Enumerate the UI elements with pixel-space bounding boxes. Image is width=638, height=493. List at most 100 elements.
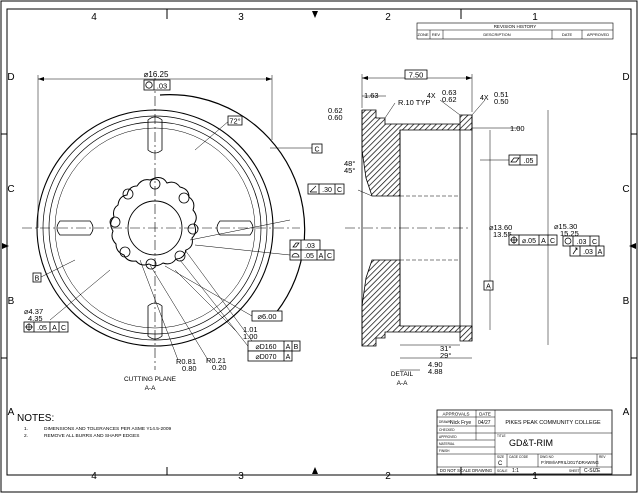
runout-datum: A: [598, 249, 603, 256]
zone-row-b-right: B: [623, 296, 630, 307]
bolt-ref-a: A: [286, 344, 291, 351]
rev-header-zone: ZONE: [417, 32, 428, 37]
spoke-slot-bottom: [147, 302, 163, 340]
dia-15-30: ⌀15.30: [554, 222, 577, 231]
dim-1-00-section: 1.00: [510, 124, 525, 133]
dia-pos-a: A: [541, 238, 546, 245]
chamfer2-lower: 0.50: [494, 97, 509, 106]
circularity-frame: [143, 79, 171, 91]
section-upper-hatch: [361, 109, 473, 197]
bolt-hole: [149, 178, 161, 190]
runout-frame: [569, 245, 605, 257]
circularity-icon-section: [564, 237, 572, 245]
datum-c: C: [314, 147, 319, 154]
dia-pos-c: C: [550, 238, 555, 245]
chamfer1-qty: 4X: [427, 93, 436, 100]
angle-31: 31°: [440, 344, 451, 353]
datum-b-box: [32, 272, 42, 283]
dim-0-62: 0.62: [328, 106, 343, 115]
chamfer1-lower: 0.62: [442, 95, 457, 104]
drawn-label: DRAWN: [439, 420, 452, 424]
dim-4-90: 4.90: [428, 360, 443, 369]
pos-datum-a-left: A: [52, 325, 57, 332]
cage-label: CAGE CODE: [509, 455, 528, 459]
size-label: SIZE: [497, 455, 504, 459]
hub-center-bore: [127, 200, 183, 256]
rev-label: REV: [599, 455, 606, 459]
spoke-slot-left: [56, 220, 94, 236]
bolt-hole: [109, 216, 121, 228]
revision-history-title: REVISION HISTORY: [494, 24, 537, 29]
do-not-scale: DO NOT SCALE DRAWING: [440, 468, 492, 473]
cutting-plane-line: [159, 94, 306, 321]
profile-surface-icon: [291, 253, 300, 258]
drawn-by: Nick Frye: [450, 420, 471, 426]
dim-1-63: 1.63: [364, 91, 379, 100]
date-header: DATE: [479, 412, 491, 417]
angularity-frame: [307, 183, 345, 195]
notes-block: NOTES: 1. DIMENSIONS AND TOLERANCES PER …: [17, 413, 171, 439]
approvals-header: APPROVALS: [443, 412, 470, 417]
cutting-plane-label: CUTTING PLANE: [124, 376, 177, 383]
dwg-no: P:\RIM\APRIL\2017\DRAWING: [541, 460, 599, 465]
dim-4-88: 4.88: [428, 367, 443, 376]
datum-c-box: [311, 143, 323, 154]
scale-label: SCALE: [497, 469, 507, 473]
angularity-icon: [309, 185, 317, 193]
note-2-text: REMOVE ALL BURRS AND SHARP EDGES: [44, 433, 139, 439]
spoke-slot-right: [216, 220, 254, 236]
bolt-ref-b: B: [294, 344, 299, 351]
radius-0-80: 0.80: [182, 364, 197, 373]
zone-row-d-left: D: [7, 72, 14, 83]
bolt-hole: [119, 246, 131, 258]
dia-pos-tol: ⌀.05: [522, 238, 536, 245]
radius-0-81: R0.81: [176, 357, 196, 366]
chamfer2-upper: 0.51: [494, 90, 509, 99]
bolt-tol-1: ⌀D160: [256, 344, 277, 351]
position-frame-section: [508, 234, 558, 246]
datum-a: A: [486, 284, 491, 291]
checked-label: CHECKED: [439, 428, 455, 432]
runout-icon: [572, 247, 578, 255]
dim-1-00: 1.00: [243, 332, 258, 341]
rev-header-description: DESCRIPTION: [483, 32, 510, 37]
bolt-hole: [178, 192, 190, 204]
pos-tol-left: .05: [37, 325, 47, 332]
profile-tol-front: .05: [304, 253, 314, 260]
zone-row-a-left: A: [8, 407, 15, 418]
dia-15-25: 15.25: [560, 229, 579, 238]
detail-label: DETAIL: [391, 371, 414, 378]
spoke-slot-top: [147, 116, 163, 154]
drawing-title: GD&T-RIM: [509, 438, 553, 448]
angle-45: 45°: [344, 166, 355, 175]
pos-datum-c-left: C: [61, 325, 66, 332]
zone-row-c-left: C: [7, 184, 14, 195]
inner-border: [6, 8, 632, 476]
zone-col-1-bottom: 1: [532, 471, 538, 482]
note-2-num: 2.: [24, 433, 28, 439]
flatness-frame-section: [508, 154, 538, 166]
rim-outer-circle: [36, 109, 274, 347]
position-icon-section: [510, 236, 518, 244]
zone-col-1-top: 1: [532, 12, 538, 23]
profile-datum-a: A: [319, 253, 324, 260]
zone-row-a-right: A: [623, 407, 630, 418]
section-view-callouts: 7.50 1.63 R.10 TYP 4X 0.63 0.62 4X 0.51 …: [307, 69, 605, 387]
rev-header-rev: REV: [432, 32, 441, 37]
rev-header-approved: APPROVED: [587, 32, 609, 37]
position-icon: [25, 323, 33, 331]
rev-header-date: DATE: [562, 32, 573, 37]
dia-13-55: 13.55: [493, 230, 512, 239]
dia-4-37: ⌀4.37: [24, 307, 43, 316]
material-label: MATERIAL: [439, 442, 455, 446]
zone-columns-bottom: 4 3 2 1: [91, 467, 538, 482]
zone-row-d-right: D: [622, 72, 629, 83]
dia-13-60: ⌀13.60: [489, 223, 512, 232]
dim-0-60: 0.60: [328, 113, 343, 122]
radius-10-typ: R.10 TYP: [398, 98, 430, 107]
angle-29: 29°: [440, 351, 451, 360]
drawn-date: 04/27: [478, 420, 491, 426]
dia-6-box: [251, 310, 283, 322]
